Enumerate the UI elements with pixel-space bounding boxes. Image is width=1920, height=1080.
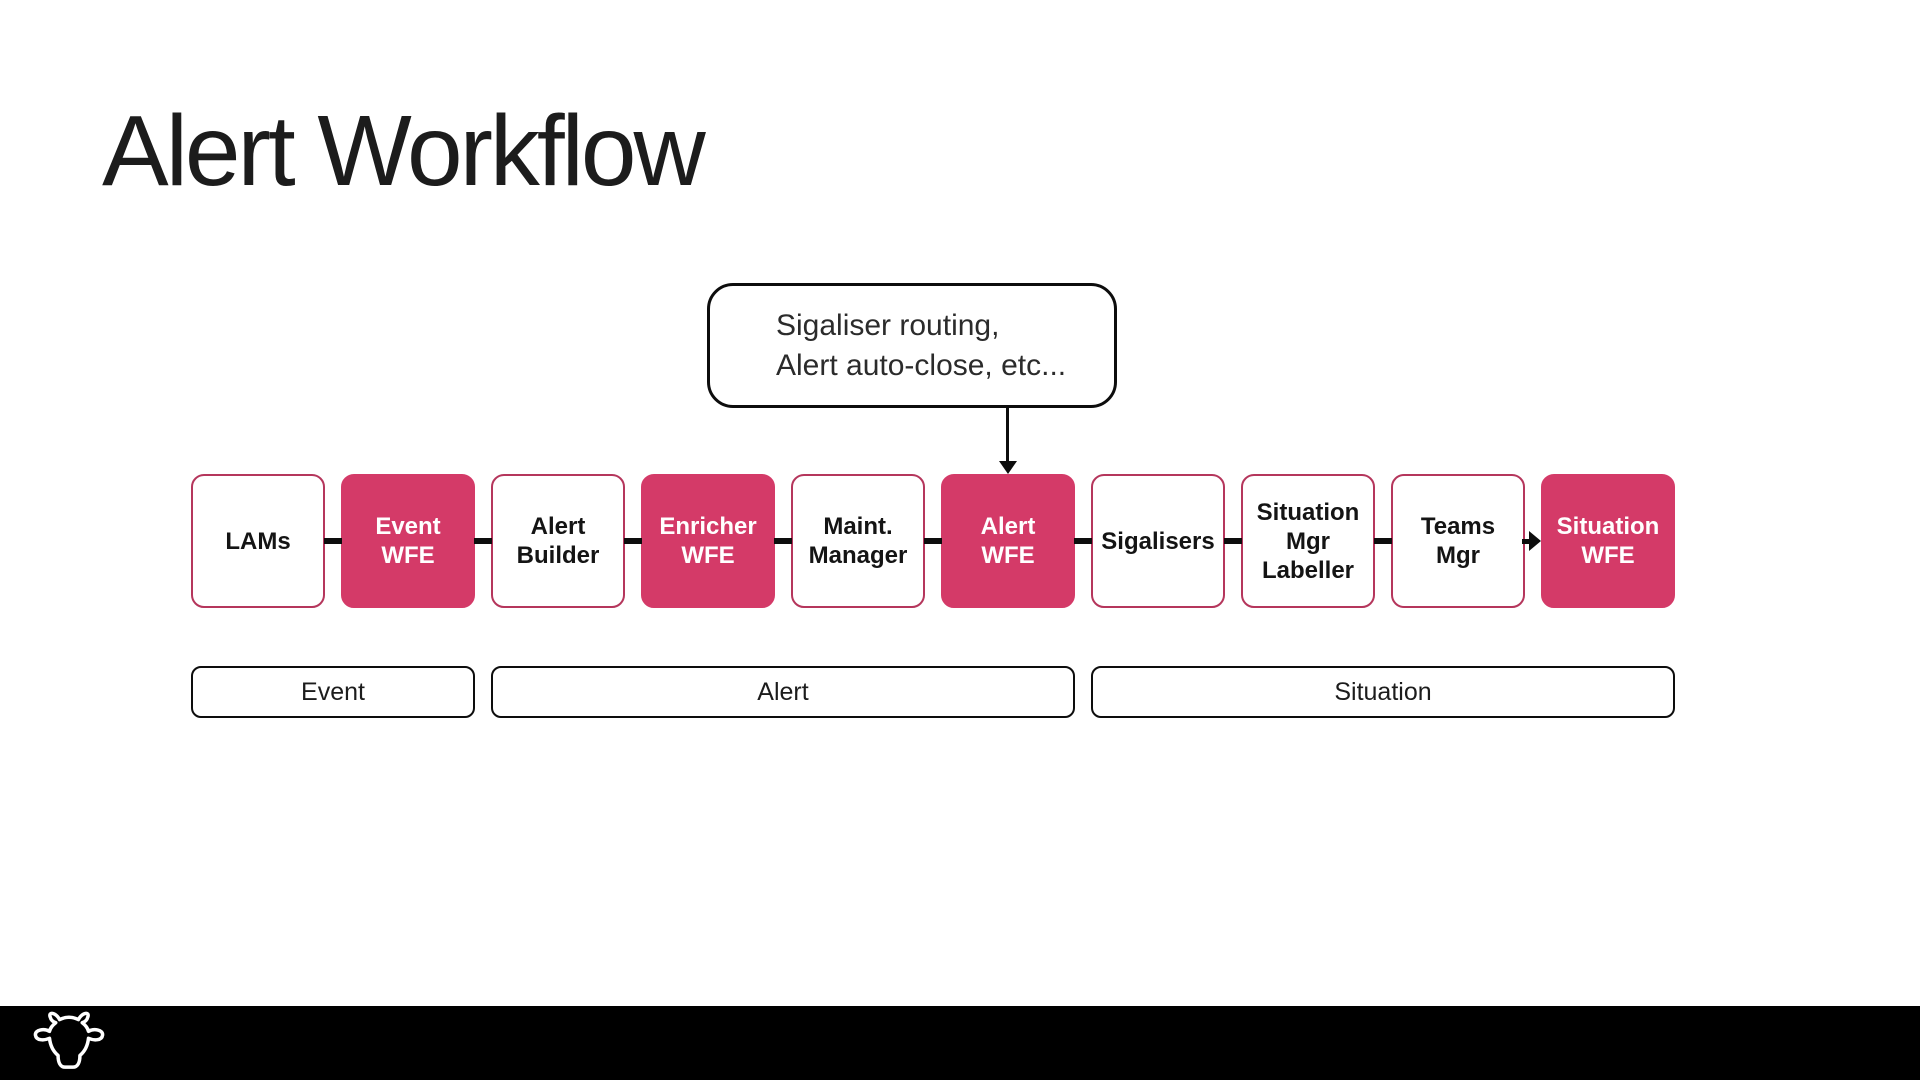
callout-box: Sigaliser routing, Alert auto-close, etc… [707, 283, 1117, 408]
connector-dash [474, 538, 492, 544]
connector-dash [924, 538, 942, 544]
stage-situation: Situation [1091, 666, 1675, 718]
slide-title: Alert Workflow [102, 95, 706, 207]
flow-node-enricher-wfe: Enricher WFE [641, 474, 775, 608]
node-label: Mgr [1286, 527, 1330, 555]
connector-arrow-head-icon [1529, 531, 1541, 551]
node-label: Labeller [1261, 556, 1355, 584]
stage-event: Event [191, 666, 475, 718]
footer-bar [0, 1006, 1920, 1080]
node-label: Manager [808, 542, 908, 569]
connector-dash [1374, 538, 1392, 544]
node-label: Event [375, 513, 441, 540]
callout-arrow-head-icon [999, 461, 1017, 474]
flow-node-situation-mgr-labeller: Situation Mgr Labeller [1241, 474, 1375, 608]
callout-line: Alert auto-close, etc... [776, 348, 1067, 382]
node-label: Builder [516, 542, 600, 569]
node-label: WFE [1581, 542, 1635, 569]
node-label: Situation [1256, 498, 1360, 526]
node-label: WFE [381, 542, 435, 569]
node-label: Enricher [659, 513, 757, 540]
node-label: Maint. [823, 513, 893, 540]
connector-dash [1224, 538, 1242, 544]
flow-node-sigalisers: Sigalisers [1091, 474, 1225, 608]
flow-node-situation-wfe: Situation WFE [1541, 474, 1675, 608]
stage-label: Alert [757, 677, 809, 706]
node-label: Situation [1556, 513, 1660, 540]
stage-label: Event [301, 677, 365, 706]
flow-node-teams-mgr: Teams Mgr [1391, 474, 1525, 608]
flow-node-maint-manager: Maint. Manager [791, 474, 925, 608]
connector-dash [324, 538, 342, 544]
callout-arrow-line [1006, 408, 1009, 462]
connector-arrow-line [1522, 539, 1531, 544]
node-label: Mgr [1436, 542, 1480, 569]
callout-line: Sigaliser routing, [776, 308, 1000, 342]
node-label: Alert [980, 513, 1036, 540]
node-label: Teams [1420, 513, 1496, 540]
node-label: LAMs [225, 527, 291, 555]
connector-dash [774, 538, 792, 544]
flow-node-lams: LAMs [191, 474, 325, 608]
flow-node-alert-wfe: Alert WFE [941, 474, 1075, 608]
node-label: WFE [981, 542, 1035, 569]
node-label: Sigalisers [1101, 527, 1215, 555]
node-label: WFE [681, 542, 735, 569]
stage-alert: Alert [491, 666, 1075, 718]
connector-dash [1074, 538, 1092, 544]
connector-dash [624, 538, 642, 544]
node-label: Alert [530, 513, 586, 540]
cow-logo-icon [33, 1011, 105, 1069]
flow-node-event-wfe: Event WFE [341, 474, 475, 608]
flow-node-alert-builder: Alert Builder [491, 474, 625, 608]
stage-label: Situation [1334, 677, 1432, 706]
